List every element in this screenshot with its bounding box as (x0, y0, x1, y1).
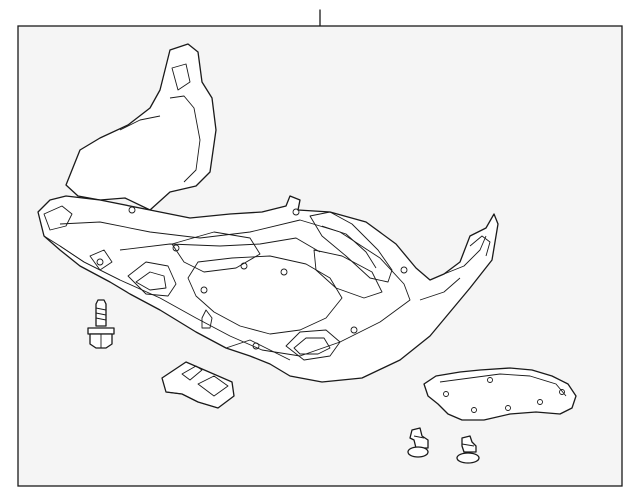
bracket-icon (161, 361, 235, 409)
push-clip-icon (456, 435, 480, 464)
bolt-icon (87, 299, 115, 349)
cover-plate-icon (423, 367, 577, 421)
splash-shield-icon (37, 43, 499, 383)
push-clip-icon (407, 427, 429, 458)
